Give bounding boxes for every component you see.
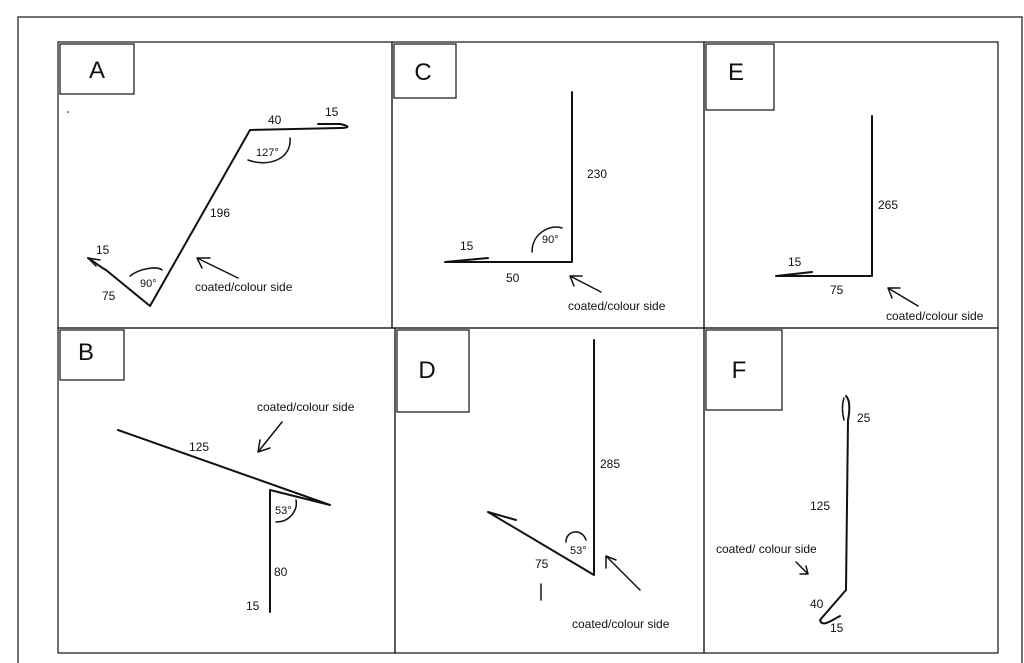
panel-d-label: D — [418, 357, 435, 384]
panel-a-coated-arrow — [196, 257, 239, 279]
panel-b-dim-diagonal: 125 — [189, 440, 209, 454]
panel-e: E 265 15 75 coated/colour side — [705, 43, 984, 323]
panel-e-coated-note: coated/colour side — [886, 309, 984, 323]
panel-d-dim-diagonal: 75 — [535, 557, 549, 571]
panel-c-label-box — [393, 43, 457, 99]
panel-b-coated-arrow — [257, 421, 283, 453]
panel-c-angle-arc — [531, 226, 563, 253]
panel-c-label: C — [414, 59, 431, 86]
panel-d-coated-note: coated/colour side — [572, 617, 670, 631]
panel-e-label: E — [728, 59, 744, 86]
panel-f-label: F — [732, 357, 747, 384]
panel-e-dim-vertical: 265 — [878, 198, 898, 212]
panel-e-dim-horizontal: 75 — [830, 283, 844, 297]
panel-b-angle-arc — [275, 499, 298, 523]
panel-b-profile — [117, 429, 331, 613]
panel-a-label-box — [59, 43, 135, 95]
panel-a-angle-top: 127° — [256, 147, 279, 159]
panel-b-dim-hem: 15 — [246, 599, 260, 613]
panel-a-dim-hem-bottom: 15 — [96, 243, 110, 257]
panel-d-label-box — [396, 329, 470, 413]
panel-a-angle-arc-bottom — [129, 267, 163, 277]
panel-c: C 230 90° 15 50 coated/colour side — [393, 43, 666, 313]
panel-e-profile — [775, 115, 873, 277]
panel-a-angle-arc-top — [247, 137, 291, 164]
panel-f-dim-top-hem: 25 — [857, 411, 871, 425]
panel-b-coated-note: coated/colour side — [257, 400, 355, 414]
panel-d-angle-arc — [565, 531, 587, 543]
panel-f-dim-bottom-hem: 15 — [830, 621, 844, 635]
panel-a-bottom-hem — [87, 257, 101, 267]
panel-e-label-box — [705, 43, 775, 111]
panel-f-label-box — [705, 329, 783, 411]
panel-c-profile — [444, 91, 573, 263]
panel-f: F 25 125 coated/ colour side 40 15 — [705, 329, 871, 635]
panel-a-dim-diagonal: 196 — [210, 206, 230, 220]
panel-b: B coated/colour side 125 53° 80 15 — [59, 329, 355, 613]
panel-d-profile — [487, 339, 595, 576]
panel-a-dim-hem-top: 15 — [325, 105, 339, 119]
panel-a-dot — [67, 111, 69, 113]
panel-a-profile — [87, 123, 349, 307]
panel-a-label: A — [89, 57, 105, 84]
panel-a-coated-note: coated/colour side — [195, 280, 293, 294]
panel-a-dim-top-flange: 40 — [268, 113, 282, 127]
panel-c-angle: 90° — [542, 234, 559, 246]
panel-f-dim-vertical: 125 — [810, 499, 830, 513]
panel-c-coated-note: coated/colour side — [568, 299, 666, 313]
panel-b-angle: 53° — [275, 505, 292, 517]
panel-e-coated-arrow — [887, 287, 919, 307]
outer-frame — [17, 16, 1023, 663]
panel-d-coated-arrow — [605, 555, 641, 591]
panel-d: D 285 53° 75 coated/colour side — [396, 329, 670, 631]
panel-f-coated-note: coated/ colour side — [716, 542, 817, 556]
panel-f-profile — [819, 395, 851, 625]
panel-c-coated-arrow — [569, 275, 602, 293]
panel-d-angle: 53° — [570, 545, 587, 557]
panel-d-dim-vertical: 285 — [600, 457, 620, 471]
panel-f-dim-bottom: 40 — [810, 597, 824, 611]
panel-a-dim-bottom: 75 — [102, 289, 116, 303]
panel-f-coated-arrow — [795, 561, 809, 575]
panel-e-dim-hem: 15 — [788, 255, 802, 269]
panel-a: A 40 15 127° 196 15 90° 75 coated/colour… — [59, 43, 349, 307]
panel-b-dim-vertical: 80 — [274, 565, 288, 579]
panel-c-dim-horizontal: 50 — [506, 271, 520, 285]
panel-f-top-hem — [841, 397, 845, 421]
panel-f-frame — [703, 327, 999, 654]
panel-b-label-box — [59, 329, 125, 381]
panel-c-dim-vertical: 230 — [587, 167, 607, 181]
panel-b-label: B — [78, 339, 94, 366]
panel-c-dim-hem: 15 — [460, 239, 474, 253]
panel-a-angle-bottom: 90° — [140, 278, 157, 290]
